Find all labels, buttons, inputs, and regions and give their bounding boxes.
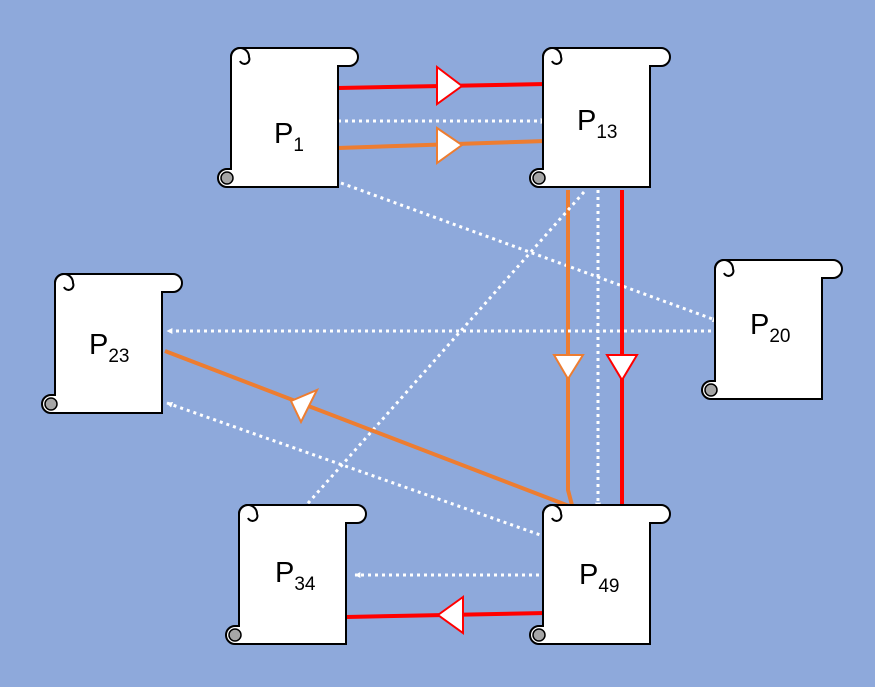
node-p1[interactable]: P1 <box>217 47 359 188</box>
node-label-p1: P1 <box>274 118 304 156</box>
edge-p49-p23-orange <box>164 349 570 508</box>
edge-arrowhead-red <box>436 595 464 635</box>
node-label-p20: P20 <box>750 309 790 347</box>
node-label-p49: P49 <box>579 559 619 597</box>
scroll-icon <box>41 273 183 414</box>
node-label-p23: P23 <box>89 329 129 367</box>
node-p49[interactable]: P49 <box>529 504 671 645</box>
scroll-icon <box>701 259 843 400</box>
edge-p13-p49-orange <box>552 190 585 510</box>
node-p23[interactable]: P23 <box>41 273 183 414</box>
node-label-p13: P13 <box>577 105 617 143</box>
edge-p49-p34-red <box>345 595 547 635</box>
node-label-p34: P34 <box>275 557 316 595</box>
node-p20[interactable]: P20 <box>701 259 843 400</box>
edge-p1-p13-orange <box>337 126 547 165</box>
edges <box>164 64 719 635</box>
edge-arrowhead-red <box>436 64 464 106</box>
scroll-icon <box>217 47 359 188</box>
scroll-icon <box>529 47 671 188</box>
edge-arrowhead-orange <box>436 126 464 165</box>
node-p13[interactable]: P13 <box>529 47 671 188</box>
edge-p1-p20-white <box>340 181 719 323</box>
edge-arrowhead-orange <box>289 388 320 425</box>
node-p34[interactable]: P34 <box>225 504 367 645</box>
edge-p13-p34-white <box>300 191 586 511</box>
edge-p13-p49-red <box>605 190 639 509</box>
scroll-icon <box>225 504 367 645</box>
edge-arrowhead-red <box>605 354 639 382</box>
edge-arrowhead-orange <box>552 354 585 381</box>
scroll-icon <box>529 504 671 645</box>
edge-p1-p13-red <box>337 64 547 106</box>
